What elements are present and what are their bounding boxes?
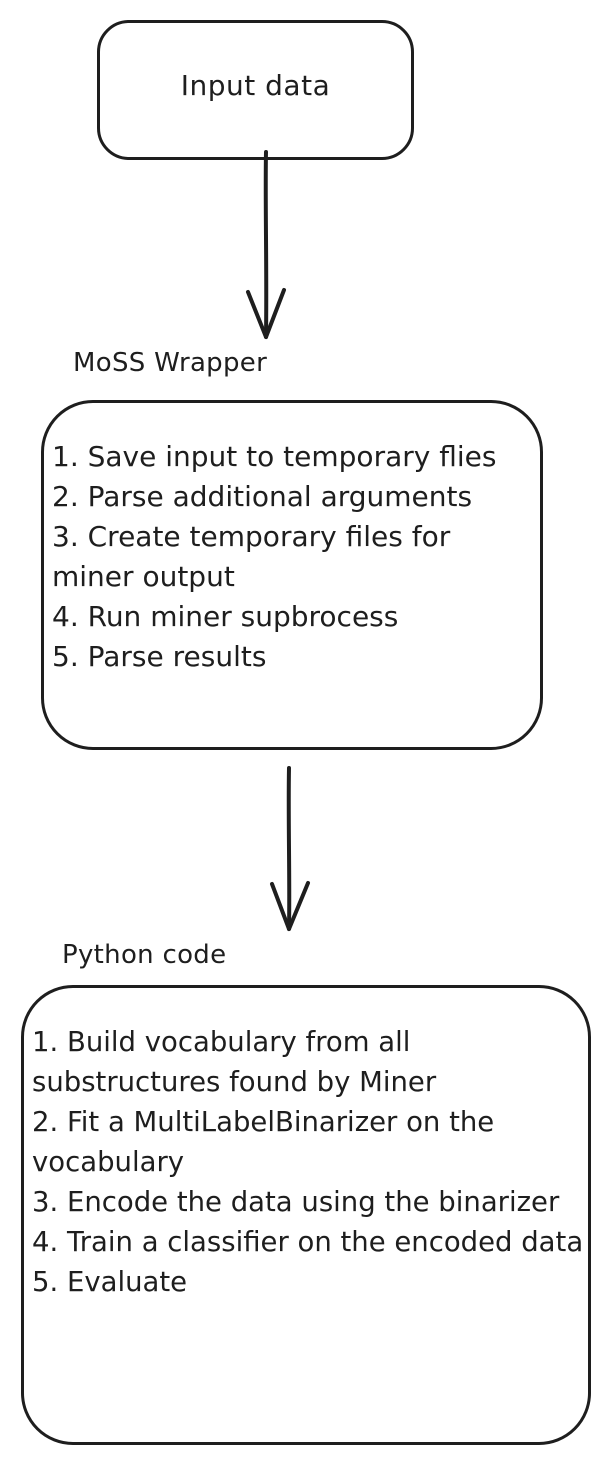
python-step: 1. Build vocabulary from all substructur… bbox=[32, 1026, 437, 1098]
input-data-title: Input data bbox=[180, 68, 331, 102]
python-code-label: Python code bbox=[62, 940, 227, 970]
moss-step: 2. Parse additional arguments bbox=[52, 480, 473, 513]
moss-step: 4. Run miner supbrocess bbox=[52, 600, 399, 633]
python-steps-list: 1. Build vocabulary from all substructur… bbox=[32, 1022, 588, 1302]
arrow-input-to-moss-head-right bbox=[264, 288, 286, 339]
moss-steps-list: 1. Save input to temporary flies 2. Pars… bbox=[52, 437, 536, 677]
arrow-input-to-moss-shaft bbox=[263, 150, 269, 338]
moss-step: 3. Create temporary files for miner outp… bbox=[52, 520, 451, 593]
arrow-moss-to-python-head-left bbox=[270, 882, 291, 931]
moss-step: 5. Parse results bbox=[52, 640, 267, 673]
python-step: 4. Train a classifier on the encoded dat… bbox=[32, 1226, 584, 1258]
python-step: 3. Encode the data using the binarizer bbox=[32, 1186, 560, 1218]
arrow-moss-to-python-head-right bbox=[287, 881, 310, 931]
input-data-node: Input data bbox=[97, 20, 414, 160]
python-step: 2. Fit a MultiLabelBinarizer on the voca… bbox=[32, 1106, 495, 1178]
python-code-node: 1. Build vocabulary from all substructur… bbox=[21, 985, 591, 1445]
moss-wrapper-label: MoSS Wrapper bbox=[73, 348, 268, 378]
python-step: 5. Evaluate bbox=[32, 1266, 188, 1298]
arrow-moss-to-python-shaft bbox=[286, 766, 292, 930]
arrow-input-to-moss-head-left bbox=[246, 290, 268, 339]
moss-wrapper-node: 1. Save input to temporary flies 2. Pars… bbox=[41, 400, 543, 750]
moss-step: 1. Save input to temporary flies bbox=[52, 440, 497, 473]
